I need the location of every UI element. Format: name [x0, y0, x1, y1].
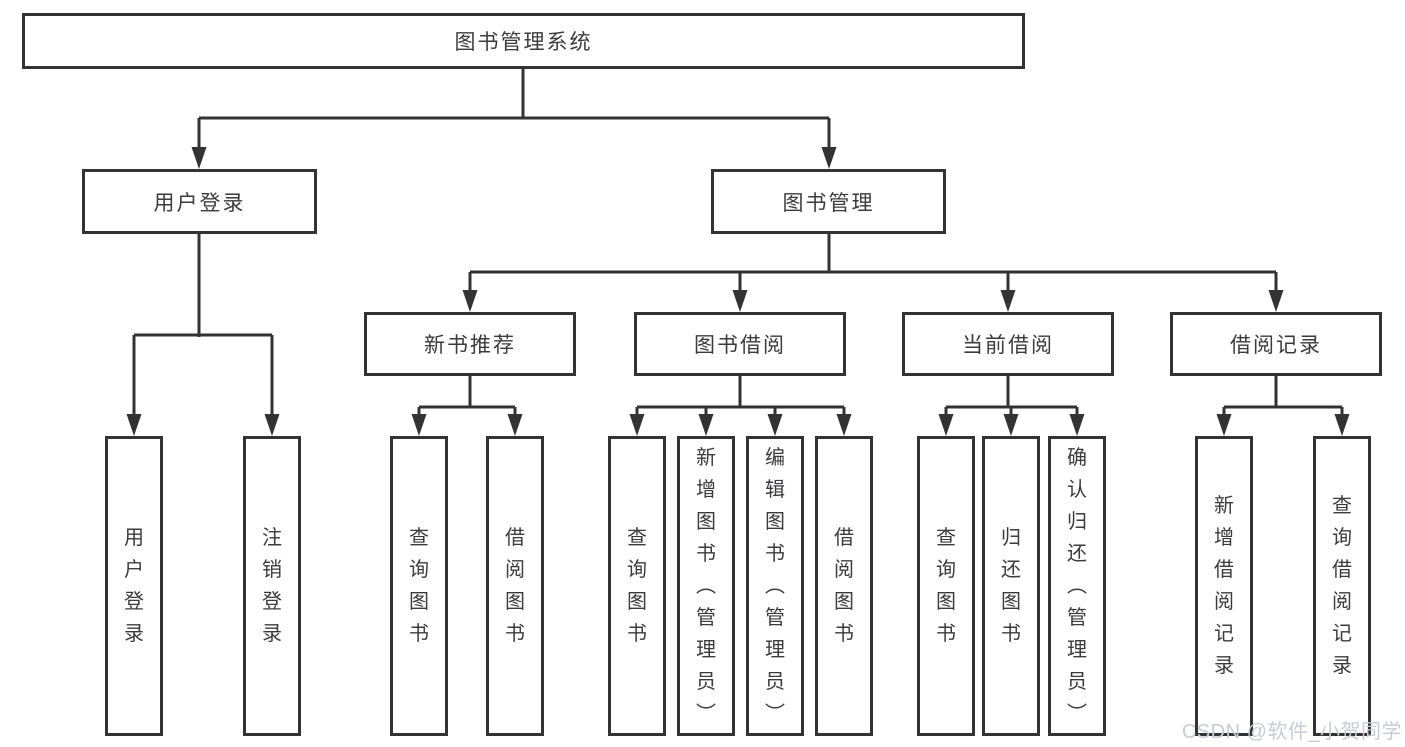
node-new-book-recommend: 新书推荐: [364, 312, 576, 376]
leaf-query-borrow-record-label: 查询借阅记录: [1332, 495, 1352, 677]
leaf-return-books-label: 归还图书: [1001, 527, 1021, 645]
node-book-borrowing-label: 图书借阅: [694, 334, 786, 357]
leaf-edit-books-admin-label: 编辑图书︵管理员︶: [765, 447, 785, 725]
leaf-confirm-return-admin: 确认归还︵管理员︶: [1048, 436, 1106, 736]
leaf-borrow-books-recommend: 借阅图书: [486, 436, 544, 736]
leaf-borrow-books-recommend-label: 借阅图书: [505, 527, 525, 645]
leaf-borrow-books: 借阅图书: [815, 436, 873, 736]
arrowheads: [126, 147, 1350, 436]
connector-paths: [132, 68, 1344, 418]
leaf-logout-label: 注销登录: [262, 527, 282, 645]
leaf-query-books-current: 查询图书: [917, 436, 975, 736]
node-borrowing-records: 借阅记录: [1170, 312, 1382, 376]
leaf-query-books-recommend: 查询图书: [390, 436, 448, 736]
leaf-borrow-books-label: 借阅图书: [834, 527, 854, 645]
leaf-return-books: 归还图书: [982, 436, 1040, 736]
node-user-login: 用户登录: [82, 169, 317, 234]
leaf-query-books-recommend-label: 查询图书: [409, 527, 429, 645]
leaf-query-books-borrowing: 查询图书: [608, 436, 666, 736]
node-book-borrowing: 图书借阅: [634, 312, 846, 376]
leaf-add-borrow-record: 新增借阅记录: [1195, 436, 1253, 736]
leaf-add-books-admin-label: 新增图书︵管理员︶: [696, 447, 716, 725]
leaf-user-login: 用户登录: [105, 436, 163, 736]
leaf-query-books-borrowing-label: 查询图书: [627, 527, 647, 645]
node-borrowing-records-label: 借阅记录: [1230, 334, 1322, 357]
leaf-user-login-label: 用户登录: [124, 527, 144, 645]
leaf-confirm-return-admin-label: 确认归还︵管理员︶: [1067, 447, 1087, 725]
leaf-add-borrow-record-label: 新增借阅记录: [1214, 495, 1234, 677]
node-library-system-label: 图书管理系统: [454, 31, 593, 54]
leaf-query-borrow-record: 查询借阅记录: [1313, 436, 1371, 736]
node-book-management: 图书管理: [711, 169, 946, 234]
leaf-add-books-admin: 新增图书︵管理员︶: [677, 436, 735, 736]
node-current-borrowing-label: 当前借阅: [962, 334, 1054, 357]
leaf-edit-books-admin: 编辑图书︵管理员︶: [746, 436, 804, 736]
node-user-login-label: 用户登录: [153, 191, 246, 215]
node-current-borrowing: 当前借阅: [902, 312, 1114, 376]
leaf-query-books-current-label: 查询图书: [936, 527, 956, 645]
csdn-watermark: CSDN @软件_小贺同学: [1181, 721, 1402, 743]
node-library-system: 图书管理系统: [22, 13, 1025, 69]
node-new-book-recommend-label: 新书推荐: [424, 334, 516, 357]
leaf-logout: 注销登录: [243, 436, 301, 736]
node-book-management-label: 图书管理: [782, 191, 875, 215]
